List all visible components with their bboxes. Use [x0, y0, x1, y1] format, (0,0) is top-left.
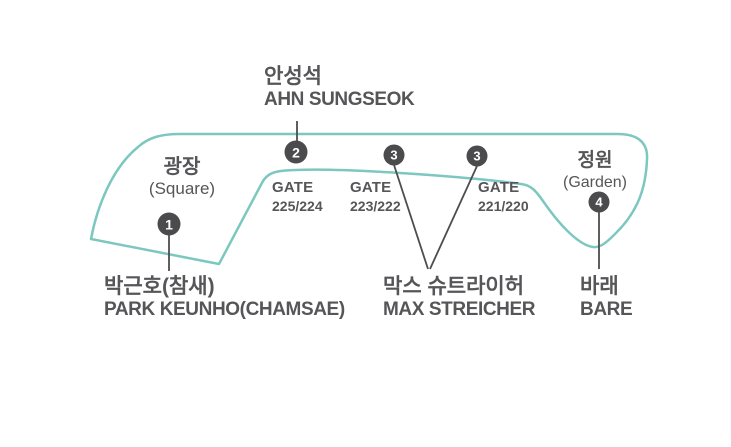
artist-name-en: MAX STREICHER: [383, 299, 536, 321]
gate-label-221-220: GATE 221/220: [478, 179, 529, 215]
area-label-square: 광장 (Square): [149, 155, 215, 199]
marker-3-max-streicher-a: 3: [383, 144, 405, 166]
artist-name-en: PARK KEUNHO(CHAMSAE): [104, 299, 345, 321]
artist-name-kr: 바래: [580, 275, 619, 298]
gate-numbers: 221/220: [478, 197, 529, 214]
gate-label-223-222: GATE 223/222: [350, 179, 401, 215]
marker-1-park-keunho: 1: [157, 212, 181, 236]
marker-4-bare: 4: [588, 191, 610, 213]
artist-name-en: AHN SUNGSEOK: [264, 89, 415, 111]
gate-numbers: 225/224: [272, 197, 323, 214]
leader-line-max-streicher-right: [429, 165, 478, 270]
gate-name: GATE: [350, 179, 392, 196]
venue-outline-path: [89, 132, 649, 266]
artist-name-kr: 안성석: [264, 65, 322, 88]
area-name-en: (Square): [148, 179, 216, 198]
gate-name: GATE: [272, 179, 314, 196]
artist-name-kr: 박근호(참새): [104, 275, 215, 298]
area-name-en: (Garden): [562, 173, 628, 191]
gate-name: GATE: [478, 179, 520, 196]
artist-label-max-streicher: 막스 슈트라이허 MAX STREICHER: [383, 274, 535, 322]
area-label-garden: 정원 (Garden): [563, 150, 627, 192]
artist-name-kr: 막스 슈트라이허: [383, 275, 525, 298]
artist-label-park-keunho: 박근호(참새) PARK KEUNHO(CHAMSAE): [104, 274, 345, 322]
area-name-kr: 정원: [577, 150, 613, 171]
gate-label-225-224: GATE 225/224: [272, 179, 323, 215]
marker-3-max-streicher-b: 3: [466, 145, 488, 167]
artist-label-bare: 바래 BARE: [580, 274, 633, 322]
leader-line-max-streicher-left: [393, 164, 429, 270]
area-name-kr: 광장: [163, 156, 201, 178]
gate-numbers: 223/222: [350, 197, 401, 214]
artist-label-ahn-sungseok: 안성석 AHN SUNGSEOK: [264, 64, 415, 112]
artist-name-en: BARE: [580, 299, 633, 321]
marker-2-ahn-sungseok: 2: [284, 140, 308, 164]
